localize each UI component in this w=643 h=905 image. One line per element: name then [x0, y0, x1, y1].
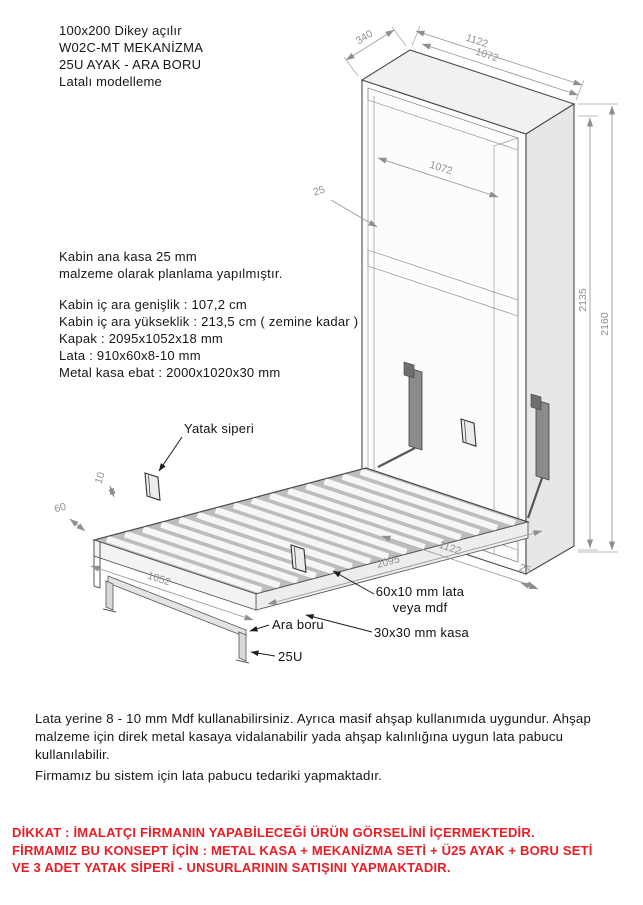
spec-intro-line-1: Kabin ana kasa 25 mm [59, 249, 197, 264]
dim-inner-height: 2135 [577, 288, 589, 312]
title-line-4: Latalı modelleme [59, 74, 162, 89]
spec-detail-line-1: Kabin iç ara genişlik : 107,2 cm [59, 297, 247, 312]
title-line-1: 100x200 Dikey açılır [59, 23, 182, 38]
lift-mechanism-right [526, 393, 550, 519]
dimension-annotations: 340 1122 1072 1072 25 2135 2160 [53, 25, 618, 621]
dim-bottom-thickness: 25 [518, 562, 533, 577]
spec-detail-line-2: Kabin iç ara yükseklik : 213,5 cm ( zemi… [59, 314, 359, 329]
bed-guard-clip [144, 472, 161, 501]
warning-line-2: FİRMAMIZ BU KONSEPT İÇİN : METAL KASA + … [12, 842, 593, 858]
callout-frame: 30x30 mm kasa [374, 625, 470, 640]
callout-annotations: Yatak siperi 60x10 mm lata veya mdf 30x3… [158, 421, 470, 664]
bed-guard-clip [460, 418, 477, 447]
notes-paragraph-2: Firmamız bu sistem için lata pabucu teda… [35, 768, 383, 783]
warning-line-3: VE 3 ADET YATAK SİPERİ - UNSURLARININ SA… [12, 860, 451, 875]
callout-bed-guard: Yatak siperi [184, 421, 254, 436]
lift-mechanism-left [377, 361, 423, 468]
spec-intro-block: Kabin ana kasa 25 mm malzeme olarak plan… [59, 248, 283, 282]
bed-guard-clip [290, 544, 307, 573]
callout-slat-line1: 60x10 mm lata [376, 584, 465, 599]
callout-slat-line2: veya mdf [393, 600, 448, 615]
spec-detail-block: Kabin iç ara genişlik : 107,2 cm Kabin i… [59, 296, 358, 381]
spec-detail-line-3: Kapak : 2095x1052x18 mm [59, 331, 224, 346]
warning-line-1: DİKKAT : İMALATÇI FİRMANIN YAPABİLECEĞİ … [12, 825, 535, 840]
dim-top-inner-width: 1072 [474, 46, 500, 65]
foot-right-25u [235, 631, 250, 664]
title-line-3: 25U AYAK - ARA BORU [59, 57, 202, 72]
spec-intro-line-2: malzeme olarak planlama yapılmıştır. [59, 266, 283, 281]
callout-foot: 25U [278, 649, 303, 664]
dim-panel-thickness: 25 [312, 184, 327, 199]
title-line-2: W02C-MT MEKANİZMA [59, 40, 204, 55]
title-block: 100x200 Dikey açılır W02C-MT MEKANİZMA 2… [59, 22, 203, 90]
dim-outer-height: 2160 [599, 312, 611, 336]
notes-paragraph-1: Lata yerine 8 - 10 mm Mdf kullanabilirsi… [35, 711, 591, 762]
callout-cross-tube: Ara boru [272, 617, 324, 632]
dim-bed-length: 2095 [375, 553, 401, 571]
dim-slat-width: 60 [53, 501, 68, 516]
dim-slat-thickness: 10 [93, 471, 108, 486]
warning-block: DİKKAT : İMALATÇI FİRMANIN YAPABİLECEĞİ … [12, 824, 593, 877]
spec-detail-line-4: Lata : 910x60x8-10 mm [59, 348, 201, 363]
spec-detail-line-5: Metal kasa ebat : 2000x1020x30 mm [59, 365, 281, 380]
cabinet-drawing [360, 49, 576, 575]
